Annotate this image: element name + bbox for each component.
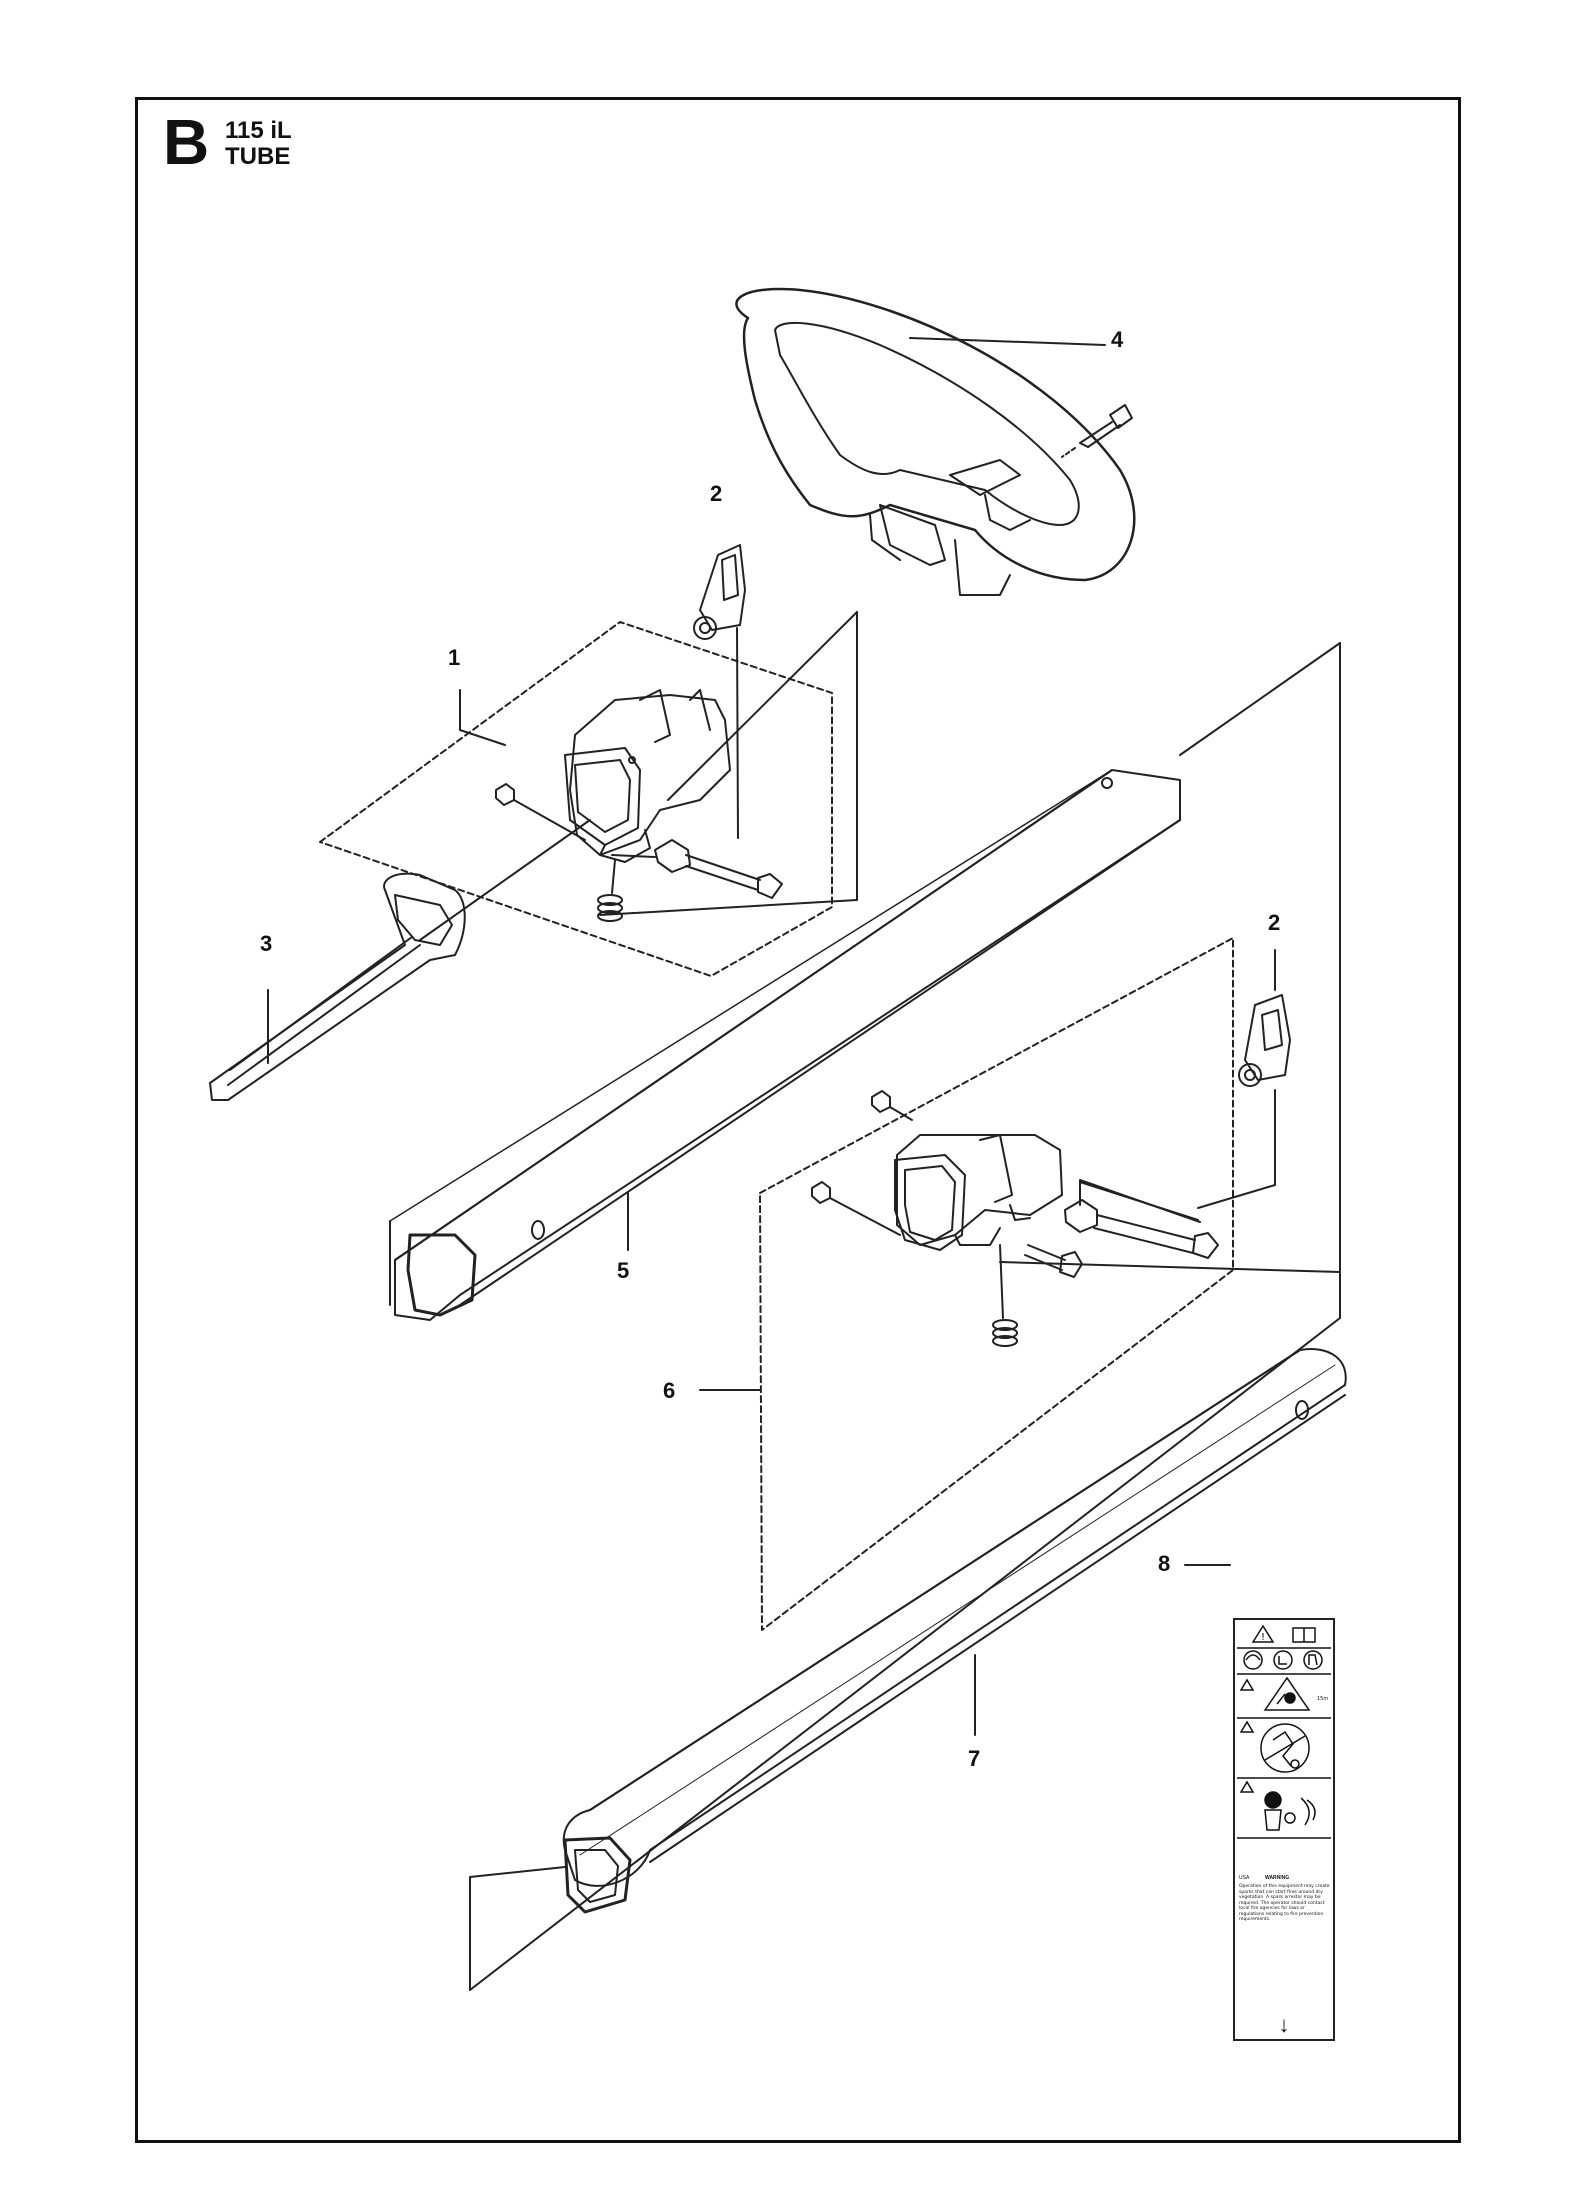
- boots-icon: [1273, 1650, 1293, 1670]
- tube-upper: [394, 769, 1181, 1321]
- decal-pictograms: ! 15m: [1237, 1624, 1331, 1839]
- kit-6-outline: [759, 937, 1234, 1631]
- front-handle-housing: [564, 689, 731, 863]
- operator-distance-icon: [1260, 1723, 1310, 1773]
- section-letter: B: [163, 106, 210, 178]
- diagram-frame: [135, 97, 1461, 2143]
- callout-3: 3: [260, 931, 273, 956]
- callout-2-lower: 2: [1268, 910, 1281, 935]
- clip-lower: [1238, 994, 1291, 1087]
- tube-reference-lines-1: [599, 611, 858, 916]
- manual-book-icon: [1292, 1627, 1316, 1643]
- bolt-2: [1024, 1244, 1083, 1278]
- stop-switch-icon: [1264, 1791, 1316, 1831]
- handle-screw: [1061, 404, 1133, 458]
- grip-lever: [209, 872, 466, 1101]
- tube-reference-lines-3: [469, 1271, 1341, 1991]
- callout-7: 7: [968, 1746, 981, 1771]
- bolt-1: [654, 839, 783, 899]
- bolt-3: [1064, 1199, 1219, 1259]
- spring-1: [597, 894, 623, 922]
- decal-language: USA: [1239, 1875, 1250, 1881]
- gloves-icon: [1303, 1650, 1323, 1670]
- callout-6: 6: [663, 1378, 676, 1403]
- svg-text:15m: 15m: [1317, 1696, 1328, 1702]
- thrown-objects-icon: [1263, 1676, 1311, 1711]
- warning-triangle-icon: !: [1251, 1624, 1275, 1643]
- decal-warning-heading: WARNING: [1265, 1875, 1290, 1881]
- callout-5: 5: [617, 1258, 630, 1283]
- callout-8: 8: [1158, 1551, 1171, 1576]
- warning-decal: ! 15m: [1233, 1618, 1335, 2041]
- down-arrow-icon: ↓: [1278, 2012, 1290, 2037]
- kit-1-outline: [319, 621, 833, 977]
- nut-2b: [871, 1090, 891, 1113]
- leader-4: [909, 337, 1106, 346]
- callout-1: 1: [448, 645, 461, 670]
- leader-3-to-housing: [419, 819, 591, 941]
- svg-text:!: !: [1261, 1632, 1265, 1643]
- tube-reference-lines-2: [999, 642, 1341, 1273]
- leader-2b: [1197, 949, 1276, 1209]
- model-number: 115 iL: [225, 117, 292, 144]
- tube-lower: [562, 1348, 1347, 1914]
- spring-2: [992, 1319, 1018, 1347]
- nut-2a: [811, 1181, 831, 1204]
- leader-2a-line: [736, 627, 739, 839]
- decal-warning-text: Operation of this equipment may create s…: [1239, 1884, 1330, 1922]
- nut-1: [495, 783, 515, 806]
- callout-2-upper: 2: [710, 481, 723, 506]
- clip-upper: [693, 544, 746, 640]
- loop-handle: [735, 287, 1136, 596]
- leader-sleeve: [611, 854, 656, 858]
- section-title: TUBE: [225, 143, 291, 170]
- callout-4: 4: [1111, 327, 1124, 352]
- rear-handle-housing: [894, 1134, 1063, 1251]
- helmet-icon: [1243, 1650, 1263, 1670]
